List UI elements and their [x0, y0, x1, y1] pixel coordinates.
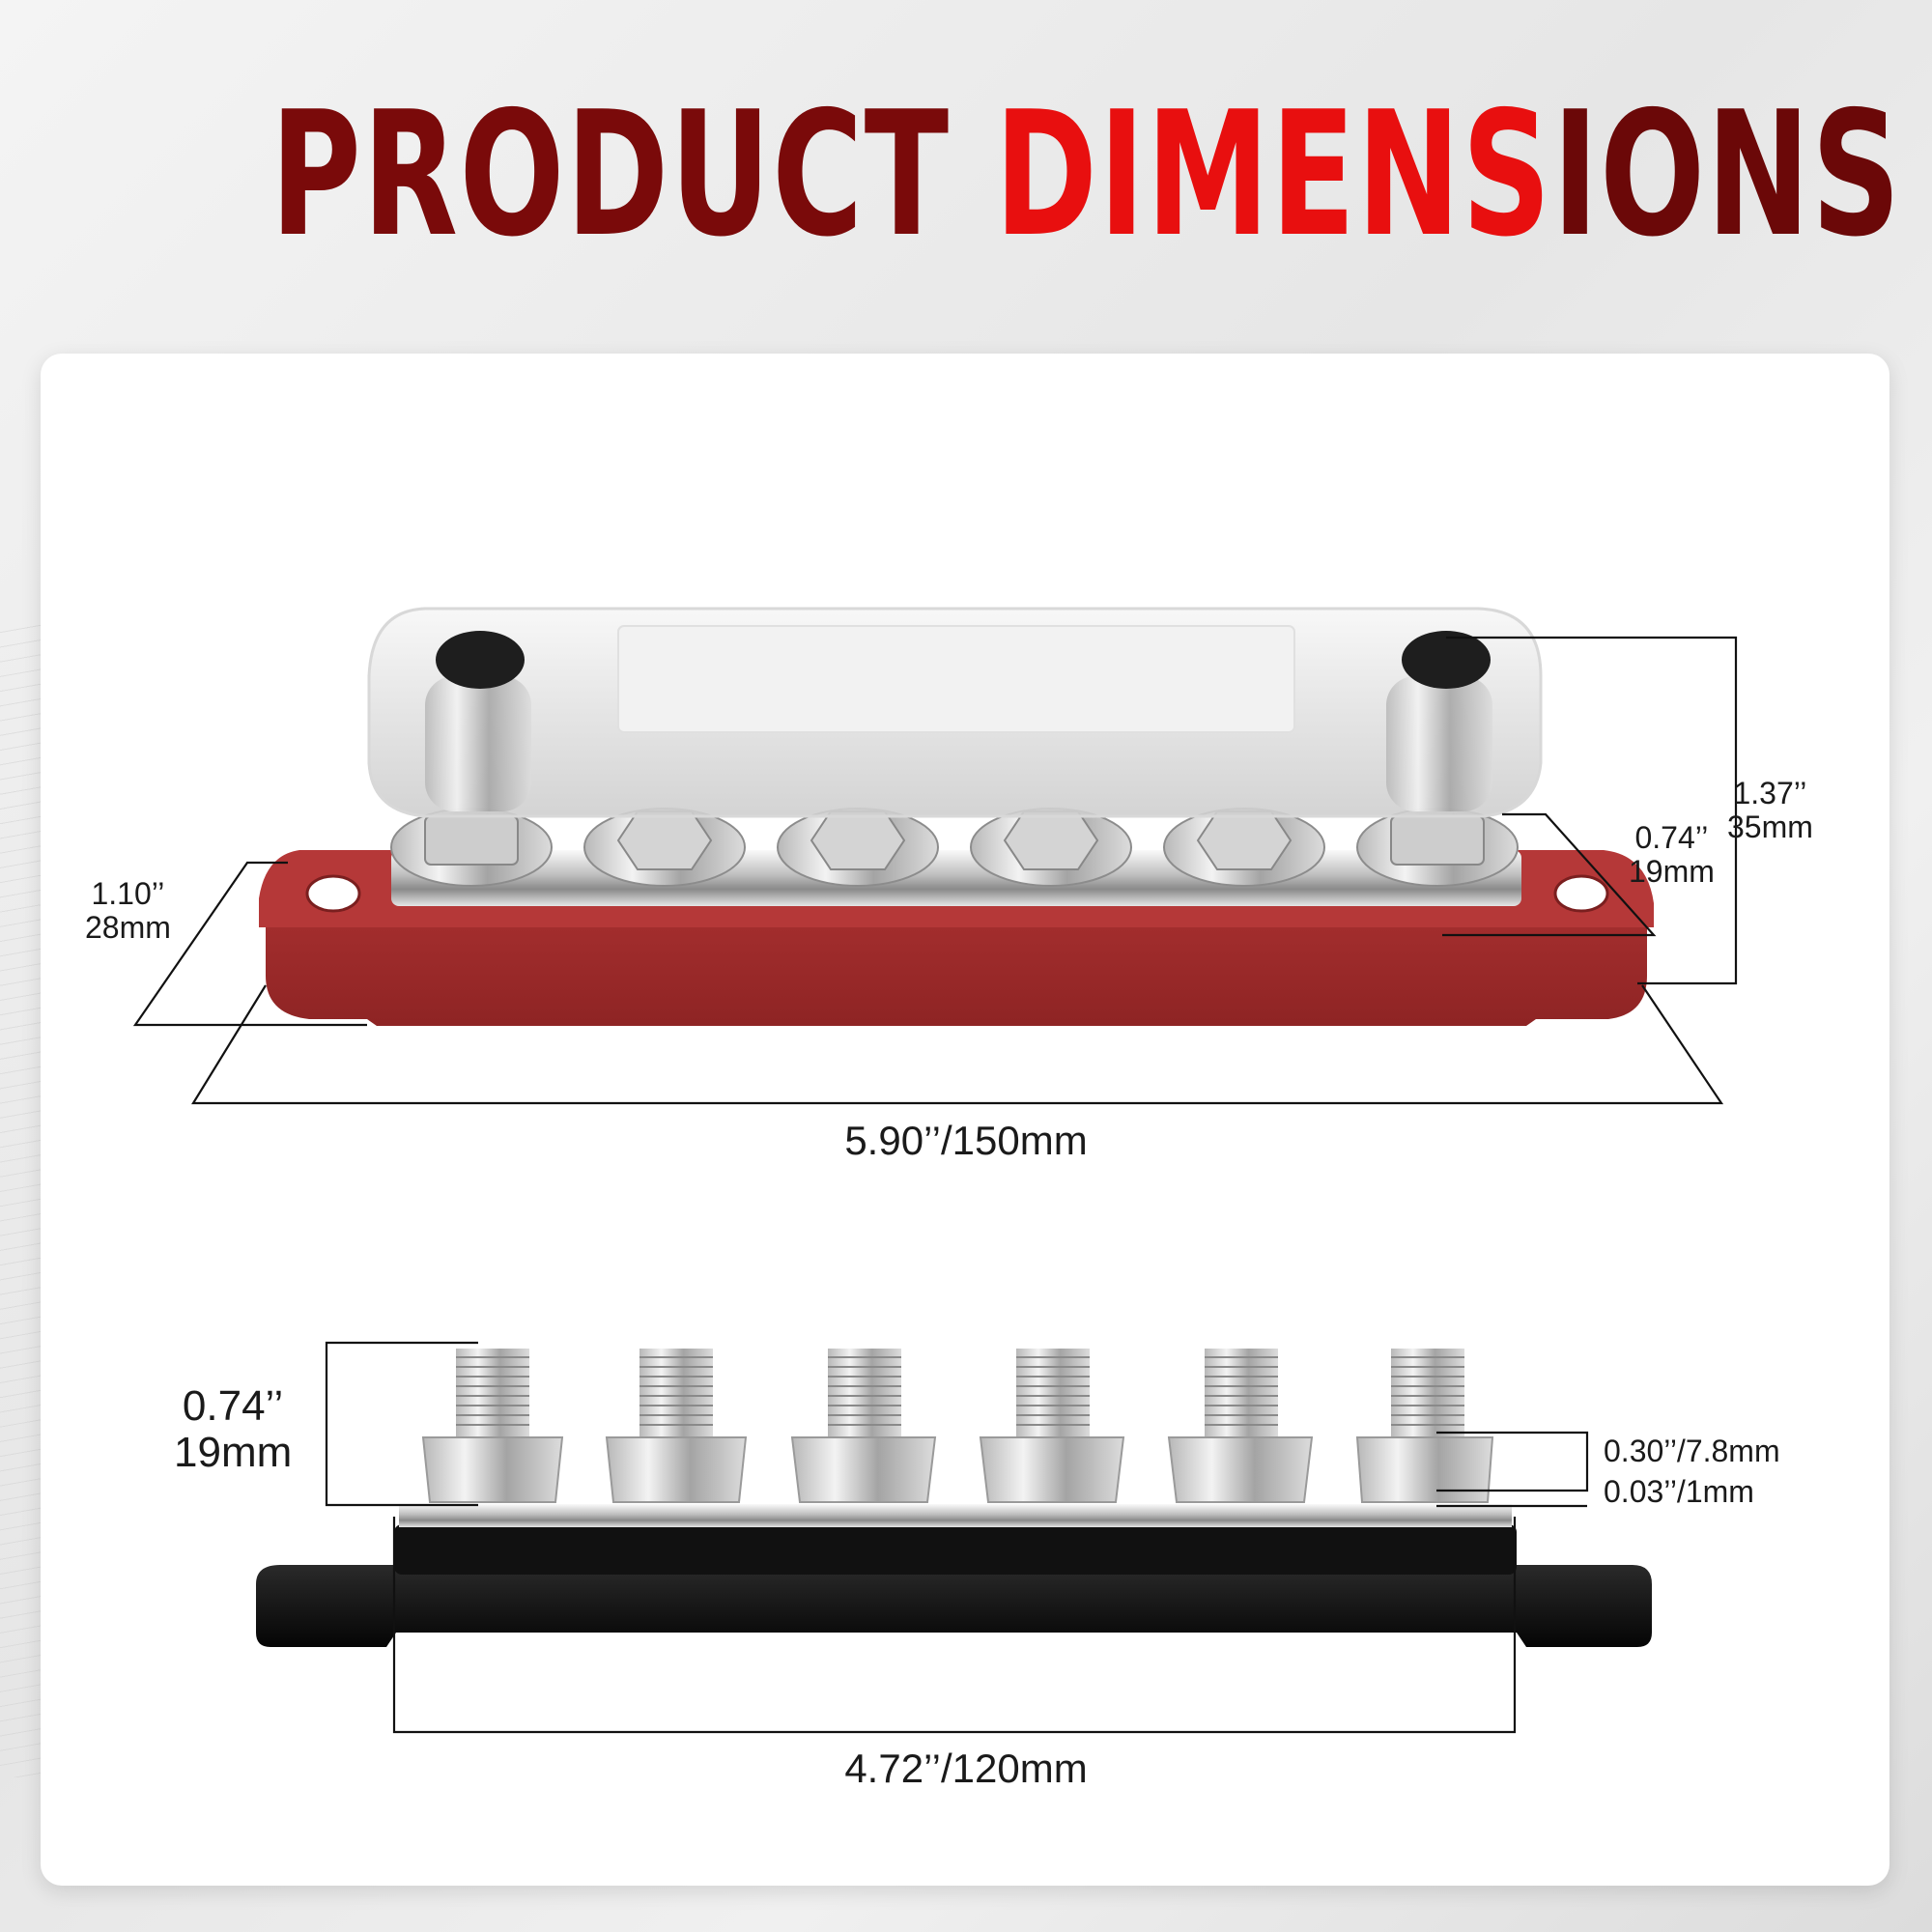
end-post-right	[1386, 676, 1492, 811]
mounting-hole-left	[305, 874, 361, 913]
nut	[583, 808, 746, 887]
dim-stud-height-top: 0.74’’ 19mm	[1629, 821, 1715, 888]
cover-label-window	[617, 625, 1295, 733]
stud	[1355, 1349, 1494, 1503]
dim-stud-height-side: 0.74’’ 19mm	[174, 1383, 292, 1475]
black-base-upper	[394, 1524, 1517, 1575]
nut	[390, 808, 553, 887]
dim-washer-thickness: 0.03’’/1mm	[1604, 1474, 1754, 1509]
stud	[421, 1349, 564, 1503]
dim-base-width: 1.10’’ 28mm	[85, 877, 171, 944]
nut	[1163, 808, 1325, 887]
dim-stud-height-top-mm: 19mm	[1629, 853, 1715, 889]
dim-stud-height-top-in: 0.74’’	[1634, 820, 1709, 855]
metal-plate	[399, 1504, 1512, 1527]
dim-total-height-mm: 35mm	[1727, 809, 1813, 844]
cover-screw-left	[436, 631, 525, 689]
side-dimension-lines	[325, 1341, 1589, 1734]
black-base	[256, 1565, 1652, 1647]
top-nuts	[390, 808, 1519, 887]
nut	[777, 808, 939, 887]
metal-bar	[391, 850, 1521, 906]
dim-mounting-length: 4.72’’/120mm	[844, 1746, 1088, 1791]
title-part-dark: PRODUCT	[270, 74, 995, 274]
title-part-red: DIMENS	[994, 74, 1552, 274]
dim-base-width-mm: 28mm	[85, 909, 171, 945]
busbar-top-view	[259, 607, 1654, 1026]
stud	[605, 1349, 748, 1503]
nut	[970, 808, 1132, 887]
stud	[979, 1349, 1125, 1503]
dim-length: 5.90’’/150mm	[844, 1118, 1088, 1163]
header: PRODUCT DIMENSIONS	[0, 0, 1932, 348]
background-pattern	[0, 618, 41, 1777]
dim-stud-height-side-mm: 19mm	[174, 1428, 293, 1476]
side-studs	[421, 1349, 1494, 1503]
title-part-dark-end: IONS	[1551, 74, 1902, 274]
cover-screw-right	[1402, 631, 1491, 689]
dim-total-height-in: 1.37’’	[1733, 776, 1807, 810]
nut	[1356, 808, 1519, 887]
page-title: PRODUCT DIMENSIONS	[270, 89, 1901, 261]
dim-stud-height-side-in: 0.74’’	[182, 1382, 284, 1430]
busbar-side-view	[256, 1349, 1652, 1647]
end-post-left	[425, 676, 531, 811]
stud	[790, 1349, 937, 1503]
dim-base-width-in: 1.10’’	[91, 876, 165, 911]
dim-total-height: 1.37’’ 35mm	[1727, 777, 1813, 843]
dim-nut-height: 0.30’’/7.8mm	[1604, 1434, 1780, 1468]
top-dimension-lines	[132, 636, 1738, 1105]
stud	[1167, 1349, 1314, 1503]
mounting-hole-right	[1553, 874, 1609, 913]
